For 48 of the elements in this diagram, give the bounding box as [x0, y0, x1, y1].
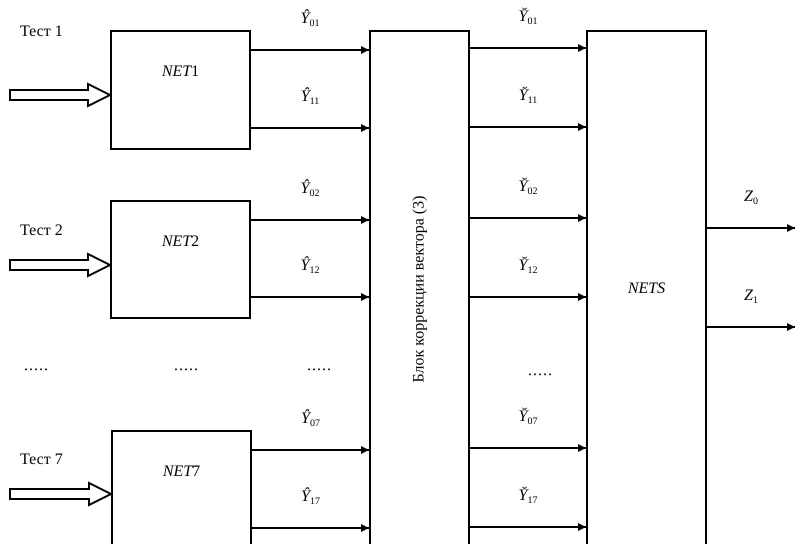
ellipsis: .....: [174, 358, 199, 374]
edge-label: Y̆$_{07}$: [518, 408, 538, 426]
edge-label: Ŷ$_{12}$: [300, 257, 320, 275]
edge-label: Тест 7: [20, 451, 63, 469]
ellipsis: .....: [24, 358, 49, 374]
arrow: [470, 44, 586, 52]
ellipsis: .....: [307, 358, 332, 374]
network-block: [111, 430, 252, 544]
block-label: NETS: [628, 280, 666, 298]
ellipsis: .....: [528, 363, 553, 379]
hollow-arrow: [9, 82, 112, 108]
arrow: [252, 446, 369, 454]
edge-label: Ŷ$_{02}$: [300, 180, 320, 198]
hollow-arrow: [9, 481, 114, 507]
arrow: [470, 444, 586, 452]
network-block: [110, 30, 251, 150]
edge-label: Y̆$_{17}$: [518, 487, 538, 505]
block-label: NET7: [162, 463, 200, 481]
arrow: [252, 524, 369, 532]
block-label: NET1: [162, 63, 200, 81]
edge-label: Ŷ$_{11}$: [300, 88, 320, 106]
edge-label: Тест 2: [20, 222, 63, 240]
network-block: [586, 30, 707, 544]
edge-label: Тест 1: [20, 23, 63, 41]
arrow: [707, 323, 795, 331]
arrow: [470, 523, 586, 531]
arrow: [251, 293, 369, 301]
edge-label: Y̆$_{02}$: [518, 178, 538, 196]
edge-label: Y̆$_{12}$: [518, 257, 538, 275]
arrow: [470, 293, 586, 301]
edge-label: Ŷ$_{01}$: [300, 10, 320, 28]
network-block: [110, 200, 251, 319]
hollow-arrow: [9, 252, 112, 278]
block-label: NET2: [162, 233, 200, 251]
edge-label: Y̆$_{11}$: [518, 87, 538, 105]
arrow: [251, 124, 369, 132]
block-label: Блок коррекции вектора (3): [410, 196, 428, 382]
arrow: [470, 214, 586, 222]
arrow: [251, 216, 369, 224]
edge-label: Ŷ$_{17}$: [301, 488, 320, 506]
edge-label: Ŷ$_{07}$: [301, 410, 320, 428]
correction-block: [369, 30, 470, 544]
arrow: [707, 224, 795, 232]
arrow: [470, 123, 586, 131]
arrow: [251, 46, 369, 54]
edge-label: Y̆$_{01}$: [518, 8, 538, 26]
edge-label: Z$_{1}$: [744, 287, 758, 305]
edge-label: Z$_{0}$: [744, 188, 758, 206]
